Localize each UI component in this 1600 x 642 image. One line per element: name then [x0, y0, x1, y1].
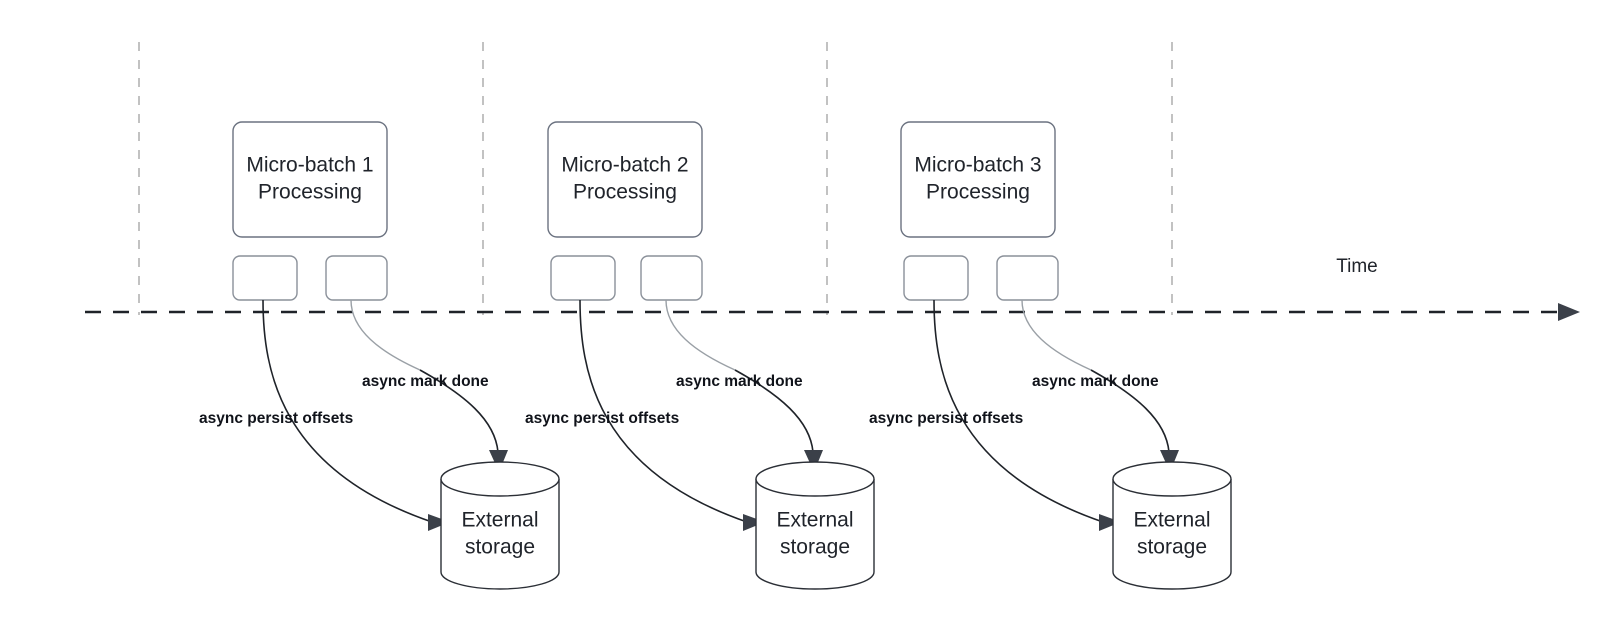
micro-batch-3-label-line1: Micro-batch 3 [914, 154, 1041, 177]
micro-batch-1-box[interactable] [232, 121, 388, 238]
group-3-label-async-persist-offsets: async persist offsets [869, 410, 1023, 427]
timeline-axis: Time [85, 256, 1580, 321]
group-2-label-async-mark-done: async mark done [676, 373, 803, 390]
group-2-task-box-persist[interactable] [550, 255, 616, 301]
group-2-label-async-persist-offsets: async persist offsets [525, 410, 679, 427]
micro-batch-2-label-line1: Micro-batch 2 [561, 154, 688, 177]
group-3-arrowhead-persist [1099, 514, 1121, 531]
group-2-external-storage-label-line2: storage [780, 536, 850, 559]
group-3-arrowhead-mark-done [1160, 450, 1179, 472]
micro-batch-3-box[interactable] [900, 121, 1056, 238]
group-3-task-box-mark-done[interactable] [996, 255, 1059, 301]
group-1-edge-async-mark-done-upper [350, 299, 421, 371]
group-3-label-async-mark-done: async mark done [1032, 373, 1159, 390]
group-1-external-storage-label-line1: External [461, 509, 538, 532]
group-1-external-storage-label-line2: storage [465, 536, 535, 559]
group-1: Micro-batch 1 Processing async persist o… [199, 121, 560, 590]
group-1-edge-async-persist-offsets [262, 299, 433, 523]
group-3-edge-async-persist-offsets [933, 299, 1104, 523]
group-3-external-storage-label-line1: External [1133, 509, 1210, 532]
group-3-external-storage-body[interactable] [1112, 479, 1232, 590]
group-3-external-storage-top [1112, 461, 1232, 497]
group-2-external-storage-top [755, 461, 875, 497]
group-2-arrowhead-persist [743, 514, 765, 531]
timeline-arrowhead [1558, 303, 1580, 321]
group-2-task-box-mark-done[interactable] [640, 255, 703, 301]
micro-batch-1-label-line1: Micro-batch 1 [246, 154, 373, 177]
time-axis-label: Time [1336, 256, 1378, 277]
group-1-external-storage-body[interactable] [440, 479, 560, 590]
group-2-edge-async-mark-done-upper [665, 299, 736, 371]
micro-batch-2-box[interactable] [547, 121, 703, 238]
group-2: Micro-batch 2 Processing async persist o… [525, 121, 875, 590]
group-1-label-async-mark-done: async mark done [362, 373, 489, 390]
group-1-external-storage-top [440, 461, 560, 497]
group-3-task-box-persist[interactable] [903, 255, 969, 301]
group-3-edge-async-mark-done-lower [1090, 369, 1170, 453]
group-3-external-storage-label-line2: storage [1137, 536, 1207, 559]
group-3-edge-async-mark-done-upper [1021, 299, 1092, 371]
group-1-label-async-persist-offsets: async persist offsets [199, 410, 353, 427]
group-3: Micro-batch 3 Processing async persist o… [869, 121, 1232, 590]
group-1-arrowhead-mark-done [489, 450, 508, 472]
group-1-task-box-persist[interactable] [232, 255, 298, 301]
group-2-external-storage-body[interactable] [755, 479, 875, 590]
micro-batch-1-label-line2: Processing [258, 181, 362, 204]
group-1-edge-async-mark-done-lower [419, 369, 499, 453]
micro-batch-2-label-line2: Processing [573, 181, 677, 204]
group-2-arrowhead-mark-done [804, 450, 823, 472]
group-2-edge-async-mark-done-lower [734, 369, 814, 453]
group-1-arrowhead-persist [428, 514, 450, 531]
group-1-task-box-mark-done[interactable] [325, 255, 388, 301]
micro-batch-3-label-line2: Processing [926, 181, 1030, 204]
group-2-edge-async-persist-offsets [579, 299, 748, 523]
group-2-external-storage-label-line1: External [776, 509, 853, 532]
